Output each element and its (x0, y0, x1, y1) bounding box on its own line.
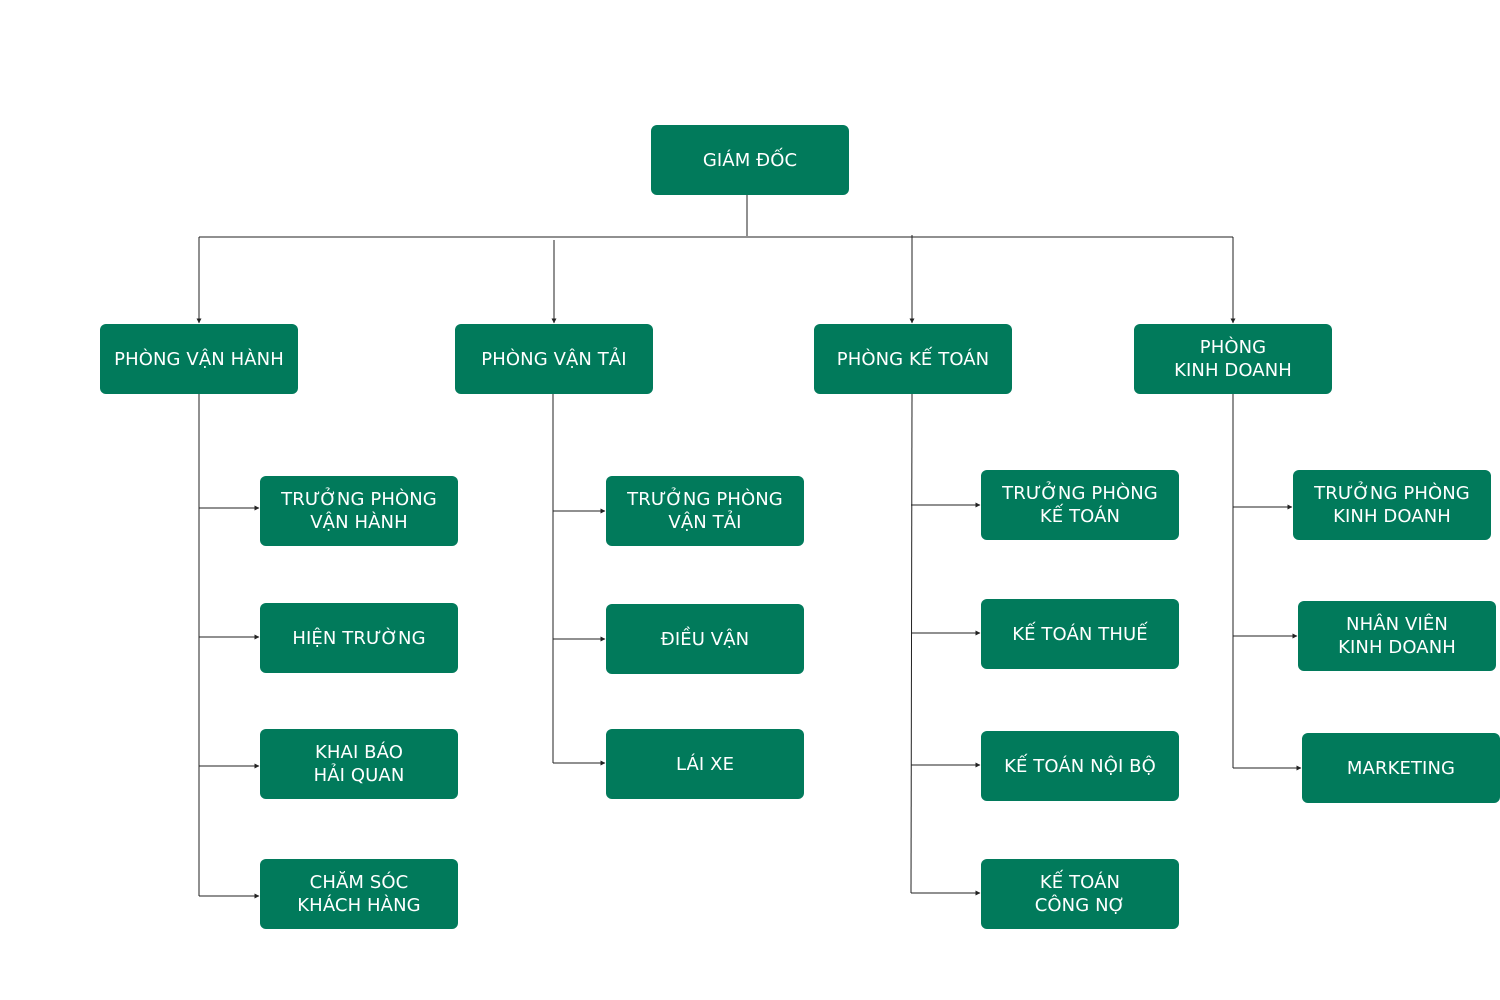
node-dept-sales: PHÒNG KINH DOANH (1134, 324, 1332, 394)
node-sales-staff: NHÂN VIÊN KINH DOANH (1298, 601, 1496, 671)
node-transport-head: TRƯỞNG PHÒNG VẬN TẢI (606, 476, 804, 546)
node-ops-customer-care: CHĂM SÓC KHÁCH HÀNG (260, 859, 458, 929)
node-accounting-debt: KẾ TOÁN CÔNG NỢ (981, 859, 1179, 929)
node-accounting-head: TRƯỞNG PHÒNG KẾ TOÁN (981, 470, 1179, 540)
node-dept-transport: PHÒNG VẬN TẢI (455, 324, 653, 394)
node-ops-field: HIỆN TRƯỜNG (260, 603, 458, 673)
node-accounting-internal: KẾ TOÁN NỘI BỘ (981, 731, 1179, 801)
node-ops-head: TRƯỞNG PHÒNG VẬN HÀNH (260, 476, 458, 546)
node-accounting-tax: KẾ TOÁN THUẾ (981, 599, 1179, 669)
node-sales-marketing: MARKETING (1302, 733, 1500, 803)
node-root: GIÁM ĐỐC (651, 125, 849, 195)
node-ops-customs: KHAI BÁO HẢI QUAN (260, 729, 458, 799)
node-transport-driver: LÁI XE (606, 729, 804, 799)
node-transport-dispatch: ĐIỀU VẬN (606, 604, 804, 674)
node-dept-operations: PHÒNG VẬN HÀNH (100, 324, 298, 394)
node-sales-head: TRƯỞNG PHÒNG KINH DOANH (1293, 470, 1491, 540)
connector-accounting-trunk (910, 393, 913, 894)
node-dept-accounting: PHÒNG KẾ TOÁN (814, 324, 1012, 394)
